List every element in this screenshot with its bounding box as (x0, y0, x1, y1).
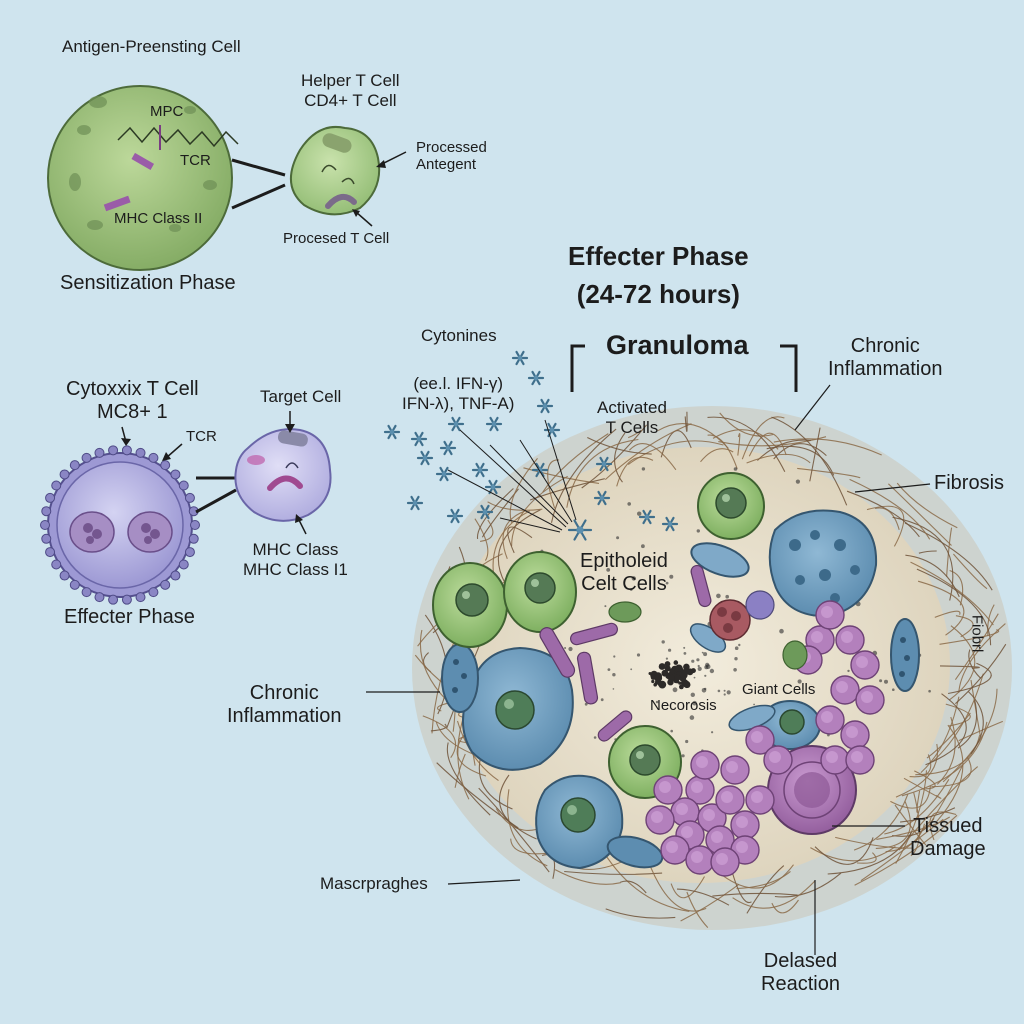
necrotic-cluster (709, 590, 775, 641)
macrophages-label: Mascrpraghes (320, 874, 428, 893)
cytokine-examples-label: (ee.l. IFN-γ) IFN-λ), TNF-A) (402, 374, 515, 413)
cytokine-particles (383, 350, 679, 541)
helper-t-cell (289, 126, 381, 216)
synapse-line-top (231, 158, 286, 177)
processed-antigen-label: Processed Antegent (416, 139, 487, 174)
sensitization-phase-label: Sensitization Phase (60, 272, 236, 294)
epithelioid-cell (503, 551, 577, 633)
arrowhead-icon (295, 514, 303, 523)
tissue-damage-label: Tissued Damage (910, 815, 986, 860)
helper-t-cell-label: Helper T Cell CD4+ T Cell (301, 71, 400, 110)
tcr-label-effector: TCR (186, 428, 217, 445)
antigen-presenting-cell (47, 85, 239, 271)
giant-cell-cluster (645, 600, 885, 877)
arrowhead-icon (352, 209, 360, 217)
leader-lines (366, 384, 931, 955)
macrophage (441, 643, 479, 713)
giant-cells-label: Giant Cells (742, 681, 816, 698)
green-blob (608, 601, 808, 670)
macrophage (461, 646, 574, 771)
tcr-pointer (165, 443, 183, 459)
effector-phase-left-label: Effecter Phase (64, 606, 195, 628)
chronic-inflammation-right-label: Chronic Inflammation (828, 335, 943, 380)
cytotoxic-t-cell-label: Cytoxxix T Cell MC8+ 1 (66, 378, 199, 423)
target-cell (234, 428, 332, 522)
macrophage (759, 700, 821, 750)
target-cell-label: Target Cell (260, 387, 342, 406)
processed-t-cell-pointer (355, 211, 373, 227)
mhc-class-ii-label: MHC Class II (114, 210, 203, 227)
cytotoxic-t-cell (47, 452, 193, 598)
arrowhead-icon (285, 424, 295, 433)
arrowhead-icon (162, 452, 171, 461)
mhc-class-i-label: MHC Class MHC Class I1 (243, 540, 348, 579)
cytokine-rays (447, 419, 577, 533)
synapse-line-bottom (195, 488, 237, 514)
cell-surface-granules (40, 445, 200, 605)
chronic-inflammation-left-label: Chronic Inflammation (227, 682, 342, 727)
fibrosis-rotated-label: Fiobrl (968, 614, 986, 653)
delayed-reaction-label: Delased Reaction (761, 950, 840, 995)
granuloma-bracket-left (570, 344, 585, 392)
epithelioid-cells-label: Epitholeid Celt Cells (580, 550, 668, 595)
epithelioid-cell (432, 562, 508, 648)
activated-t-cell (697, 472, 765, 540)
necrosis-label: Necorosis (650, 697, 717, 714)
cytokines-label: Cytonines (421, 326, 497, 345)
synapse-line-bottom (231, 183, 286, 210)
macrophage (535, 774, 624, 870)
processed-t-cell-label: Procesed T Cell (283, 230, 390, 247)
bacilli (539, 564, 712, 742)
granuloma-bracket-right (780, 344, 798, 392)
granuloma (412, 406, 1012, 930)
granuloma-title: Granuloma (606, 330, 749, 360)
arrowhead-icon (121, 438, 131, 446)
macrophage (689, 542, 776, 732)
apc-label: Antigen-Preensting Cell (62, 37, 241, 56)
arrowhead-icon (376, 160, 386, 168)
tcr-label: TCR (180, 152, 211, 169)
macrophage (890, 618, 920, 692)
macrophage (768, 509, 878, 618)
necrosis-core (648, 660, 696, 690)
mpc-label: MPC (150, 103, 184, 120)
macrophage (606, 835, 664, 869)
fibrosis-label: Fibrosis (934, 472, 1005, 494)
effector-phase-title: Effecter Phase (24-72 hours) (568, 241, 749, 309)
activated-t-cells-label: Activated T Cells (597, 398, 667, 437)
